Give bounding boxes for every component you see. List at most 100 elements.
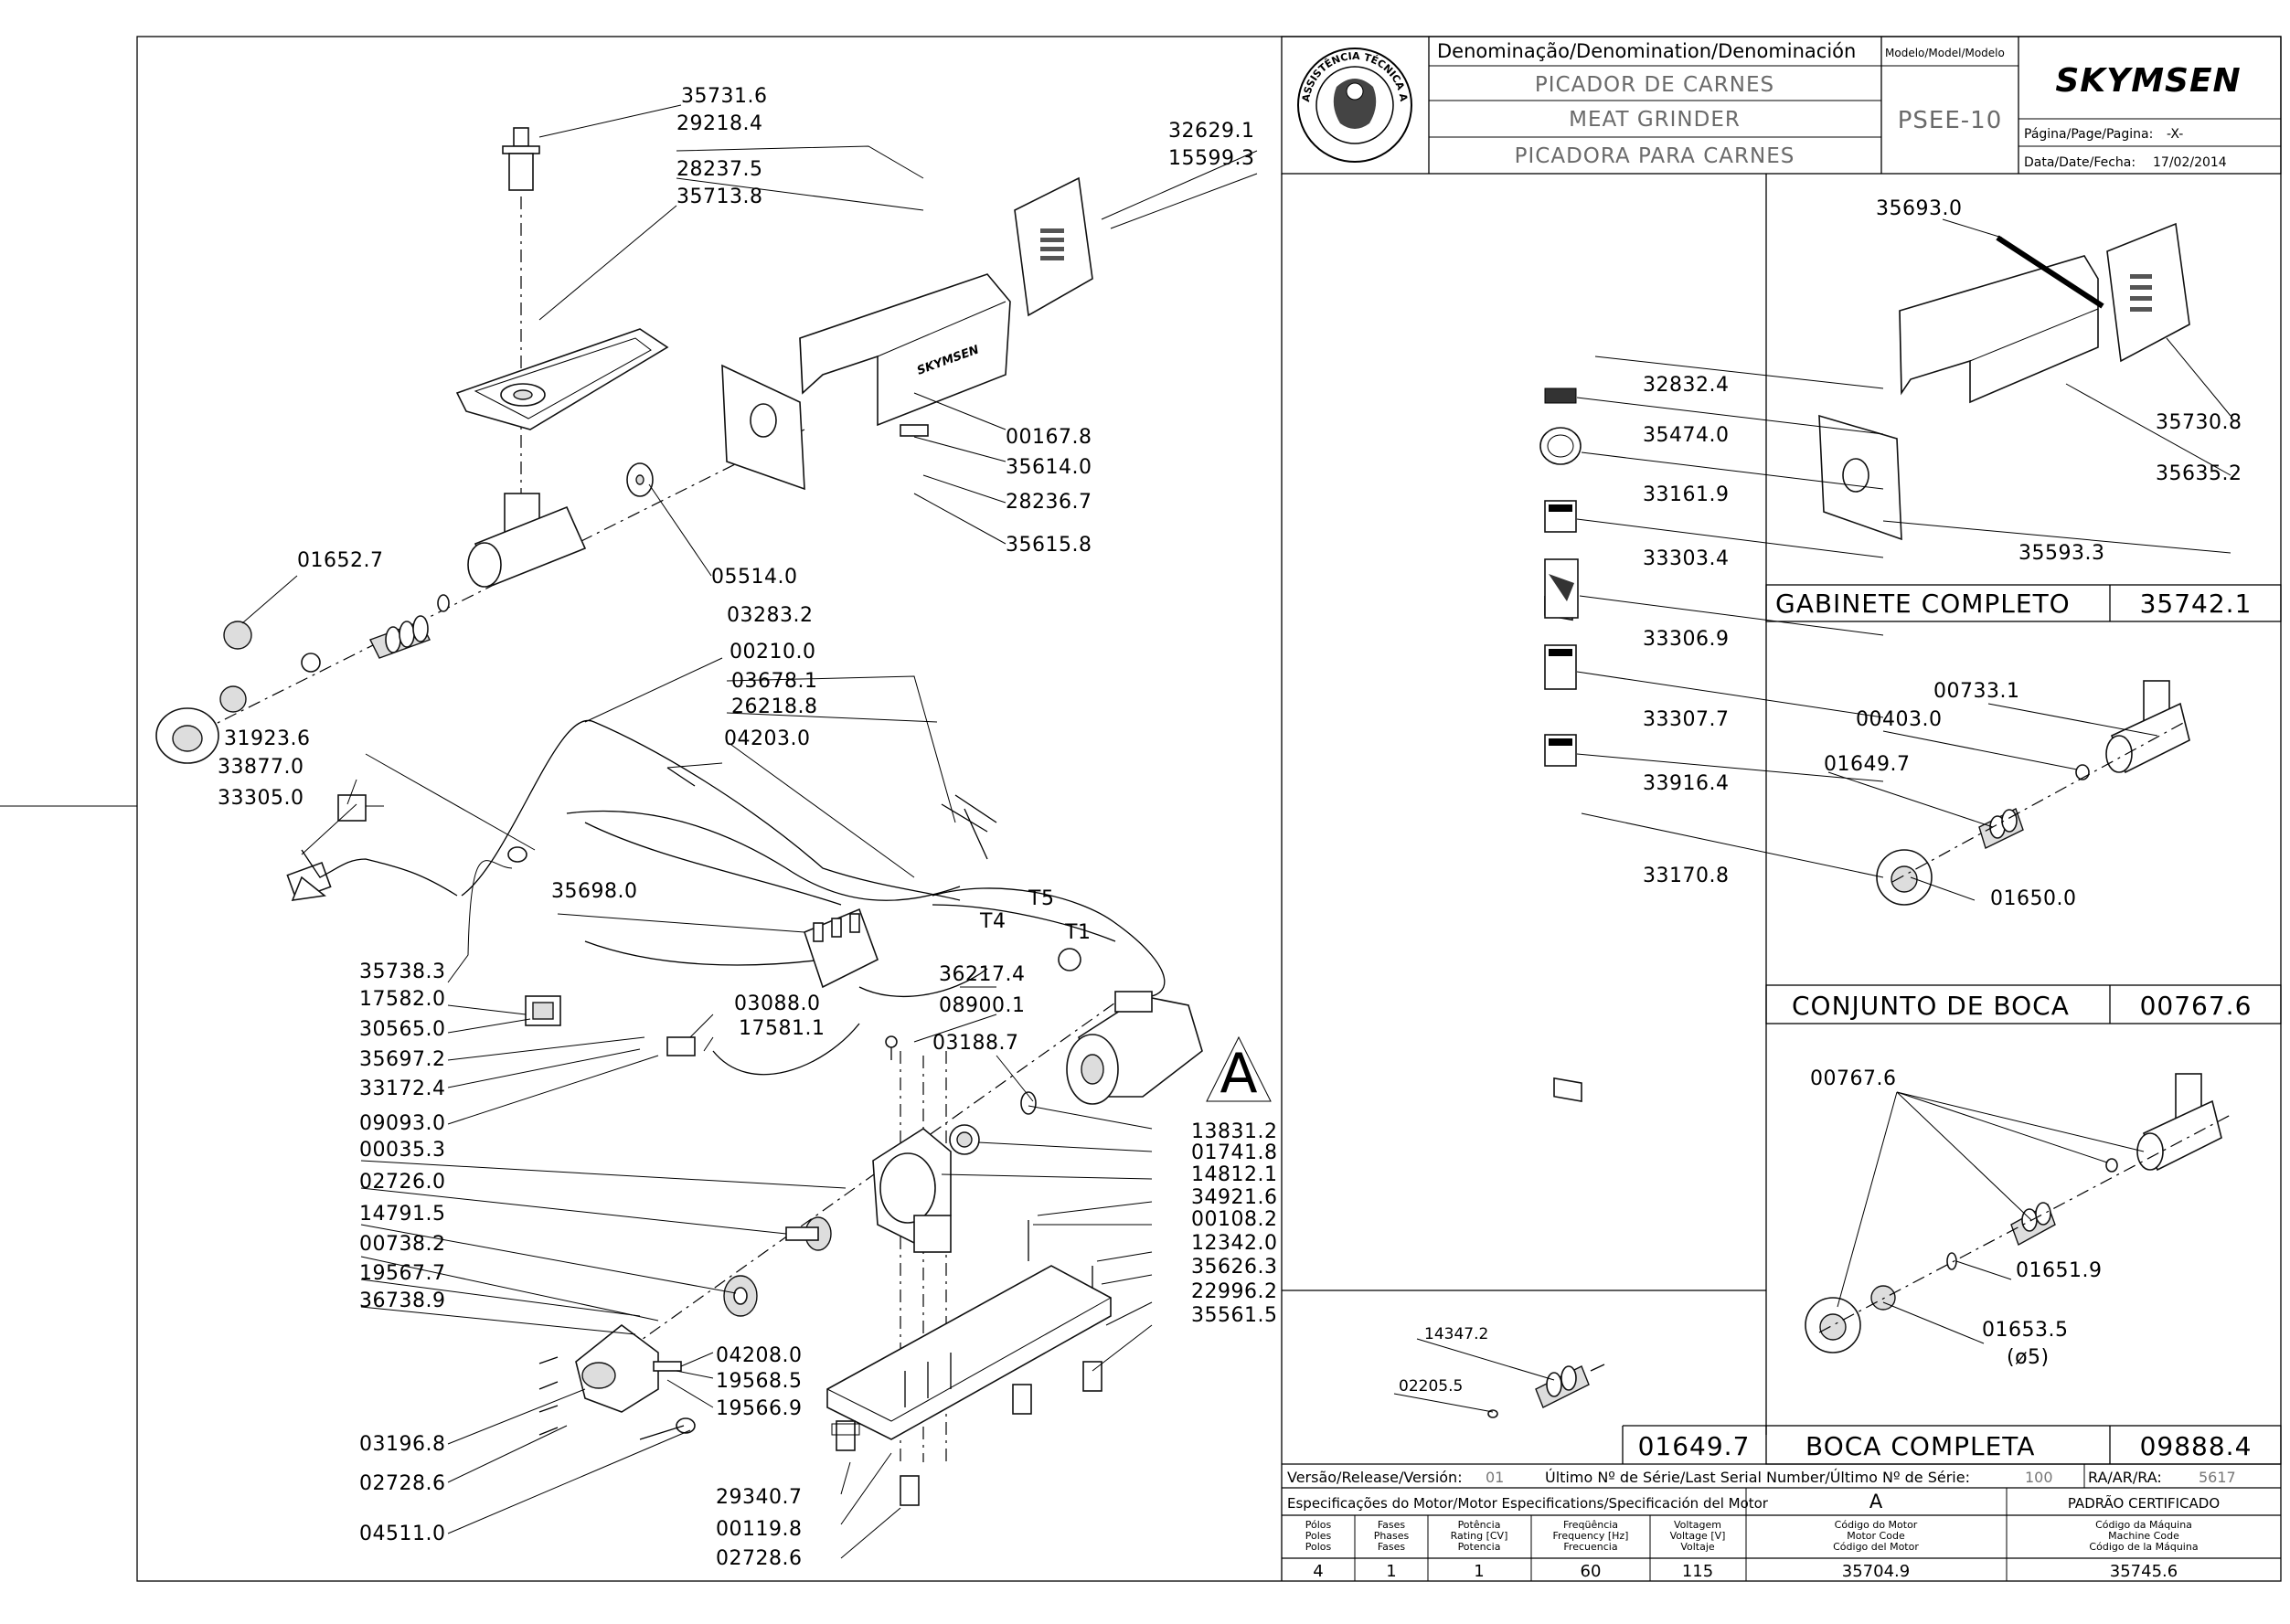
spec-header-cell: Rating [CV] [1451, 1530, 1508, 1542]
kit-code-cabinet: 35742.1 [2140, 589, 2253, 619]
spec-header-cell: Pólos [1305, 1519, 1332, 1531]
label-33877-0: 33877.0 [218, 756, 304, 779]
label-14812-1: 14812.1 [1191, 1163, 1277, 1186]
spec-header-cell: Polos [1305, 1541, 1332, 1553]
label-05514-0: 05514.0 [711, 566, 797, 589]
spec-header-cell: Machine Code [2108, 1530, 2179, 1542]
label-32629-1: 32629.1 [1168, 120, 1254, 143]
label-03678-1: 03678.1 [731, 670, 817, 693]
motor-letter: A [1869, 1491, 1883, 1513]
label-09093-0: 09093.0 [359, 1112, 445, 1135]
version-label: Versão/Release/Versión: [1287, 1469, 1463, 1486]
kit-code-mouth-complete: 09888.4 [2140, 1431, 2253, 1461]
motor [1066, 991, 1203, 1105]
spec-header-cell: Fases [1378, 1519, 1406, 1531]
name-en: MEAT GRINDER [1569, 108, 1741, 132]
kit-name-mouth-set: CONJUNTO DE BOCA [1792, 991, 2070, 1021]
sticker-label-5: 33306.9 [1643, 628, 1729, 651]
spec-header-cell: Código do Motor [1835, 1519, 1918, 1531]
sticker-labels: 32832.4 35474.0 33161.9 33303.4 33306.9 … [1643, 374, 1729, 887]
title-block: ASSISTÊNCIA TÉCNICA AUTORIZADA Denominaç… [0, 0, 2241, 170]
spec-headers: PólosPolesPolosFasesPhasesFasesPotênciaR… [1305, 1519, 2199, 1553]
cabinet-cover: SKYMSEN [799, 273, 1011, 437]
mouth-complete-labels: 00767.6 01651.9 01653.5 (ø5) [1810, 1067, 2102, 1369]
sticker-label-2: 35474.0 [1643, 424, 1729, 447]
spec-value-cell: 1 [1386, 1562, 1396, 1581]
label-28237-5: 28237.5 [676, 158, 762, 181]
detail-code: 01649.7 [1638, 1431, 1751, 1461]
label-28236-7: 28236.7 [1006, 491, 1092, 514]
label-03196-8: 03196.8 [359, 1433, 445, 1456]
version-value: 01 [1486, 1469, 1504, 1486]
spec-header-cell: Potencia [1458, 1541, 1501, 1553]
spec-header-cell: Poles [1305, 1530, 1332, 1542]
sticker-label-7: 33916.4 [1643, 772, 1729, 795]
motor-spec-table: Especificações do Motor/Motor Especifica… [1287, 1491, 2220, 1581]
knob [676, 1417, 696, 1434]
mouth-set-label-d: 01650.0 [1990, 887, 2076, 910]
screw-08900 [885, 1035, 898, 1048]
label-04203-0: 04203.0 [724, 727, 810, 750]
spec-header-cell: Voltagem [1674, 1519, 1721, 1531]
label-19566-9: 19566.9 [716, 1397, 802, 1420]
label-00738-2: 00738.2 [359, 1233, 445, 1256]
drawing-frame [0, 36, 2282, 1582]
spec-value-cell: 60 [1581, 1562, 1602, 1581]
name-pt: PICADOR DE CARNES [1535, 73, 1774, 97]
label-02726-0: 02726.0 [359, 1171, 445, 1194]
cabinet-label-a: 35693.0 [1876, 197, 1962, 220]
label-29218-4: 29218.4 [676, 112, 762, 135]
label-33172-4: 33172.4 [359, 1077, 445, 1100]
label-19568-5: 19568.5 [716, 1370, 802, 1393]
kit-code-mouth-set: 00767.6 [2140, 991, 2253, 1021]
spec-value-cell: 1 [1474, 1562, 1484, 1581]
worm-screw [369, 594, 450, 659]
page-label: Página/Page/Pagina: [2024, 127, 2153, 142]
gearbox-housing [872, 1128, 952, 1253]
label-02728-6-bottom: 02728.6 [716, 1547, 802, 1570]
base-screws [890, 1046, 1093, 1407]
detail-label-a: 14347.2 [1424, 1325, 1488, 1343]
gear-14791 [723, 1275, 758, 1317]
label-17581-1: 17581.1 [739, 1017, 825, 1040]
rear-panel [1014, 176, 1093, 317]
sticker-label-4: 33303.4 [1643, 547, 1729, 570]
cover-screws [538, 1356, 559, 1436]
label-35697-2: 35697.2 [359, 1048, 445, 1071]
label-00167-8: 00167.8 [1006, 426, 1092, 449]
spec-header-cell: Motor Code [1847, 1530, 1905, 1542]
label-08900-1: 08900.1 [939, 994, 1025, 1017]
label-36738-9: 36738.9 [359, 1290, 445, 1312]
label-03283-2: 03283.2 [727, 604, 813, 627]
label-31923-6: 31923.6 [224, 727, 310, 750]
detail-view [1487, 1364, 1605, 1418]
mouth-complete-label-b: 01651.9 [2016, 1259, 2102, 1282]
thermal-protector [1058, 948, 1081, 971]
label-03088-0: 03088.0 [734, 992, 820, 1015]
spec-header-cell: Potência [1458, 1519, 1501, 1531]
kit-name-mouth-complete: BOCA COMPLETA [1805, 1431, 2035, 1461]
feed-tray [455, 328, 669, 430]
label-00210-0: 00210.0 [730, 641, 815, 663]
sticker-label-1: 32832.4 [1643, 374, 1729, 397]
part-labels: 35731.6 29218.4 28237.5 35713.8 32629.1 … [218, 85, 1277, 1570]
label-34921-6: 34921.6 [1191, 1186, 1277, 1209]
mouth-set-view [1876, 680, 2190, 906]
label-00108-2: 00108.2 [1191, 1208, 1277, 1231]
spec-value-cell: 115 [1682, 1562, 1713, 1581]
label-35561-5: 35561.5 [1191, 1304, 1277, 1327]
label-35738-3: 35738.3 [359, 961, 445, 983]
label-04511-0: 04511.0 [359, 1523, 445, 1545]
wiring-harness [461, 719, 1166, 1076]
date-label: Data/Date/Fecha: [2024, 155, 2136, 170]
sticker-label-8: 33170.8 [1643, 865, 1729, 887]
wire-label-t1: T1 [1064, 921, 1091, 944]
mouth-complete-label-c: 01653.5 [1982, 1319, 2068, 1342]
label-04208-0: 04208.0 [716, 1344, 802, 1367]
label-14791-5: 14791.5 [359, 1203, 445, 1226]
cabinet-label-c: 35635.2 [2156, 462, 2242, 485]
on-off-switch [525, 995, 561, 1026]
label-35626-3: 35626.3 [1191, 1256, 1277, 1279]
spec-header-cell: Código del Motor [1833, 1541, 1919, 1553]
